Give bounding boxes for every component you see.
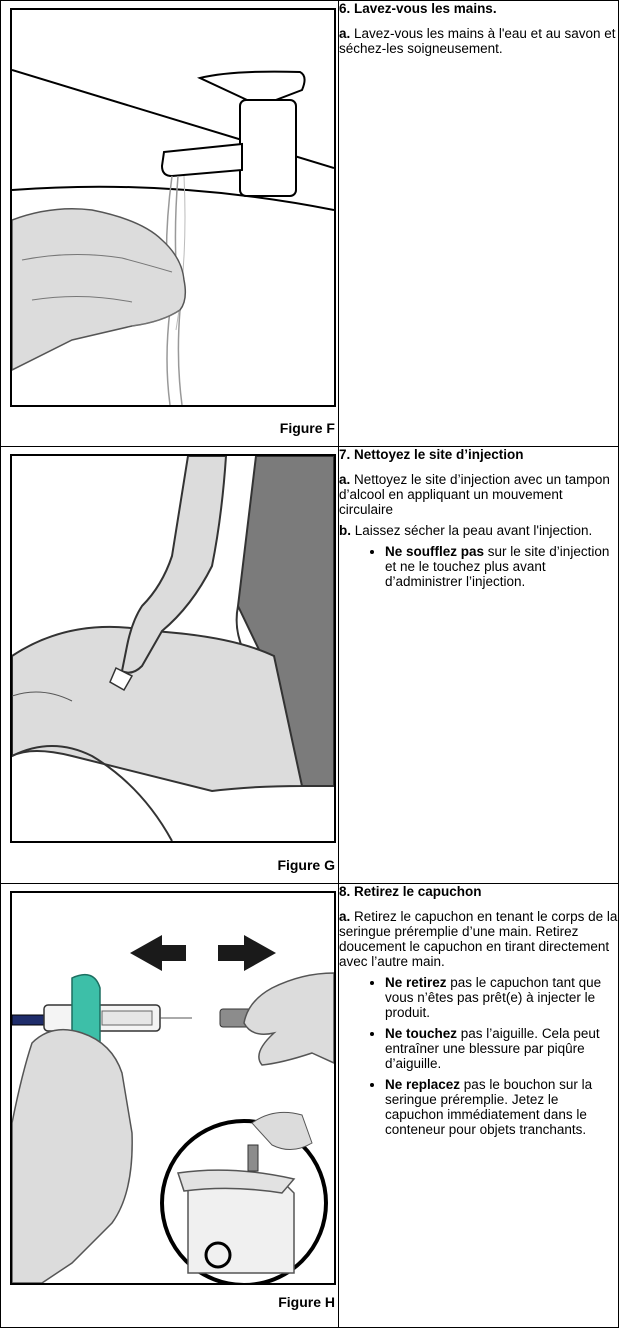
text-cell-6: 6. Lavez-vous les mains. a. Lavez-vous l… [338,0,619,447]
instruction-a: a. Retirez le capuchon en tenant le corp… [339,909,618,969]
step-row-6: Figure F 6. Lavez-vous les mains. a. Lav… [0,0,619,447]
figure-label: Figure H [278,1294,335,1310]
cap-removal-illustration [10,891,336,1285]
item-letter: a. [339,472,351,487]
warning-item: Ne touchez pas l’aiguille. Cela peut ent… [385,1026,618,1071]
warning-text: pas le bouchon sur la seringue prérempli… [385,1077,593,1137]
warning-item: Ne retirez pas le capuchon tant que vous… [385,975,618,1020]
warning-bold: Ne retirez [385,975,447,990]
step-title: 7. Nettoyez le site d’injection [339,447,524,462]
instruction-a: a. Nettoyez le site d’injection avec un … [339,472,618,517]
instruction-text: Retirez le capuchon en tenant le corps d… [339,909,618,969]
step-title: 8. Retirez le capuchon [339,884,482,899]
figure-cell-f: Figure F [0,0,339,447]
warning-list: Ne soufflez pas sur le site d’injection … [339,544,618,589]
warning-bold: Ne touchez [385,1026,458,1041]
instruction-a: a. Lavez-vous les mains à l'eau et au sa… [339,26,618,56]
instruction-text: Lavez-vous les mains à l'eau et au savon… [339,26,616,56]
step-row-7: Figure G 7. Nettoyez le site d’injection… [0,446,619,884]
warning-text: pas l’aiguille. Cela peut entraîner une … [385,1026,600,1071]
figure-label: Figure G [277,857,335,873]
instruction-text: Laissez sécher la peau avant l'injection… [351,523,593,538]
warning-list: Ne retirez pas le capuchon tant que vous… [339,975,618,1137]
item-letter: b. [339,523,351,538]
step-row-8: Figure H 8. Retirez le capuchon a. Retir… [0,883,619,1328]
warning-text: pas le capuchon tant que vous n’êtes pas… [385,975,602,1020]
warning-text: sur le site d’injection et ne le touchez… [385,544,610,589]
item-letter: a. [339,909,351,924]
item-letter: a. [339,26,351,41]
text-cell-7: 7. Nettoyez le site d’injection a. Netto… [338,446,619,884]
step-title: 6. Lavez-vous les mains. [339,1,497,16]
warning-bold: Ne replacez [385,1077,461,1092]
warning-bold: Ne soufflez pas [385,544,485,559]
text-cell-8: 8. Retirez le capuchon a. Retirez le cap… [338,883,619,1328]
instruction-b: b. Laissez sécher la peau avant l'inject… [339,523,618,538]
figure-cell-h: Figure H [0,883,339,1328]
warning-item: Ne soufflez pas sur le site d’injection … [385,544,618,589]
figure-label: Figure F [279,420,335,436]
warning-item: Ne replacez pas le bouchon sur la sering… [385,1077,618,1137]
instruction-text: Nettoyez le site d’injection avec un tam… [339,472,610,517]
injection-site-cleaning-illustration [10,454,336,843]
handwashing-illustration [10,8,336,407]
figure-cell-g: Figure G [0,446,339,884]
